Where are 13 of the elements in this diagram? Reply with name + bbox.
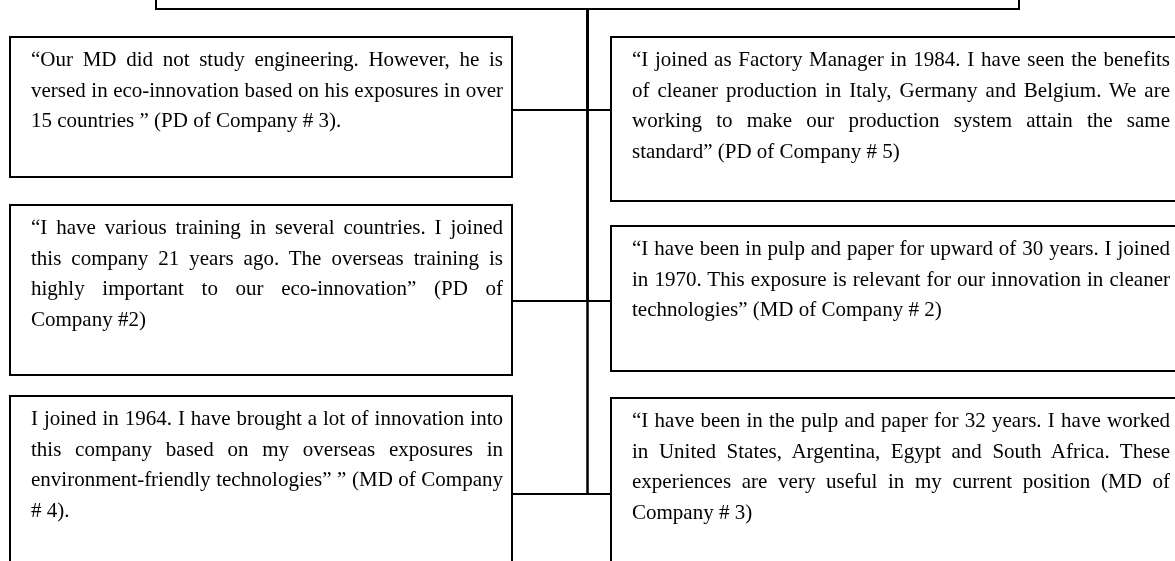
quote-box [9, 36, 513, 178]
quote-text: “I have been in pulp and paper for upward of 30 years. I joined in 1970. This exposure is relevant for our innovation in cleaner technologies” (MD of Company # 2) [632, 235, 1170, 323]
quote-box [9, 395, 513, 561]
quote-text: “I have various training in several countries. I joined this company 21 years ago. The overseas training is highly important to our eco-innovation” (PD of Company #2) [31, 214, 503, 333]
quote-box [610, 397, 1175, 561]
quote-box [9, 204, 513, 376]
quote-text: “I joined as Factory Manager in 1984. I have seen the benefits of cleaner production in Italy, Germany and Belgium. We are working to make our production system attain the same standard” (PD of Company # 5) [632, 46, 1170, 165]
quote-box [610, 36, 1175, 202]
box-shape [155, 0, 1020, 10]
quote-text: “Our MD did not study engineering. However, he is versed in eco-innovation based on his exposures in over 15 countries ” (PD of Company # 3). [31, 46, 503, 134]
quote-text: “I have been in the pulp and paper for 32 years. I have worked in United States, Argentina, Egypt and South Africa. These experiences are very useful in my current position (MD of Company # 3) [632, 407, 1170, 526]
quote-text: I joined in 1964. I have brought a lot of innovation into this company based on my overseas exposures in environment-friendly technologies” ” (MD of Company # 4). [31, 405, 503, 524]
quote-box [610, 225, 1175, 372]
